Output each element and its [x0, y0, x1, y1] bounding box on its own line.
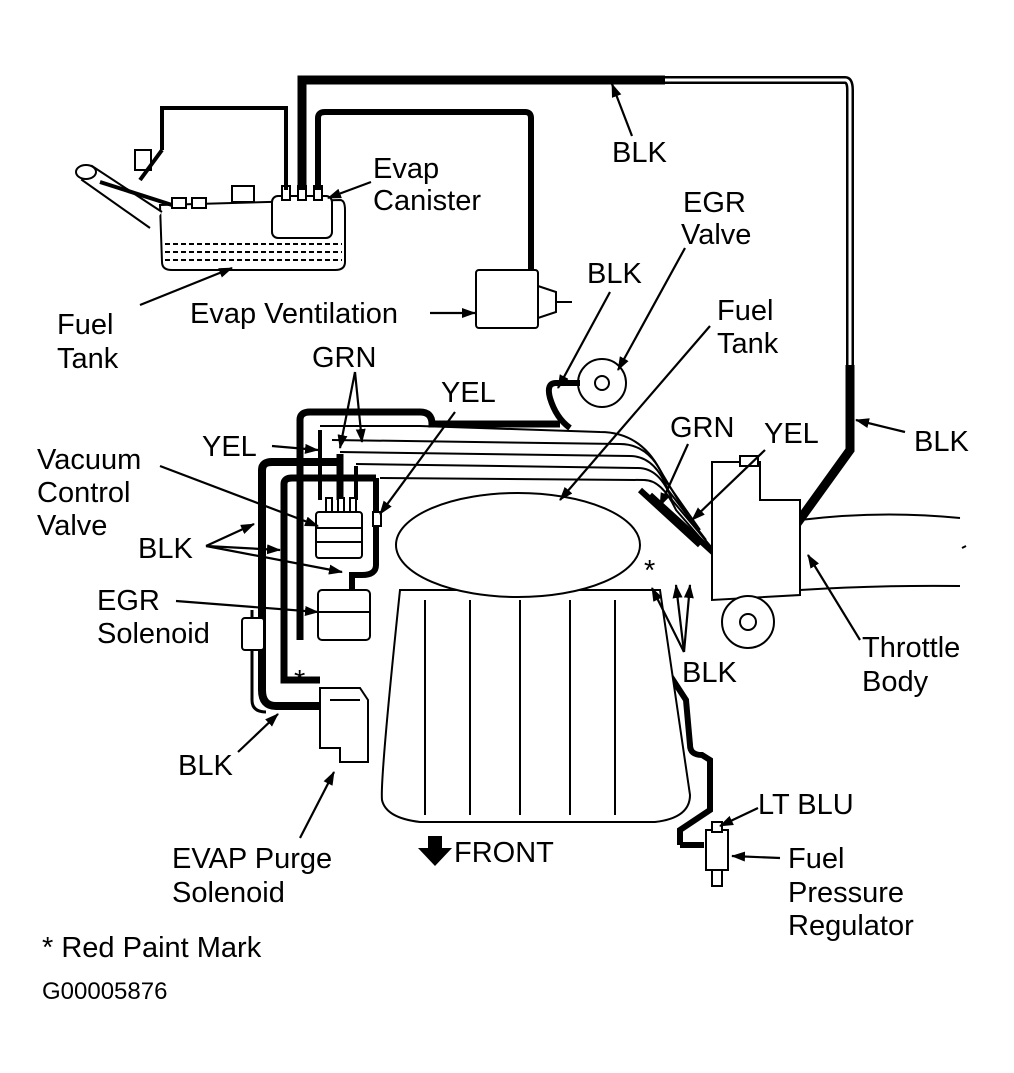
label-blk-throttle-bottom: BLK	[682, 657, 737, 689]
label-throttle-body-2: Body	[862, 666, 929, 698]
label-vacuum-control-valve-2: Control	[37, 477, 131, 509]
label-egr-valve-1: EGR	[683, 187, 746, 219]
evap-ventilation-valve	[475, 269, 572, 329]
label-throttle-body-1: Throttle	[862, 632, 960, 664]
label-grn-right: GRN	[670, 412, 734, 444]
label-blk-bottom-left: BLK	[178, 750, 233, 782]
label-vacuum-control-valve-3: Valve	[37, 510, 107, 542]
label-yel-center: YEL	[441, 377, 496, 409]
label-blk-egr: BLK	[587, 258, 642, 290]
label-evap-purge-solenoid-2: Solenoid	[172, 877, 285, 909]
egr-solenoid	[317, 589, 371, 641]
yel-inline-connector	[372, 511, 382, 560]
label-egr-valve-2: Valve	[681, 219, 751, 251]
evap-purge-solenoid	[319, 687, 369, 763]
label-blk-top: BLK	[612, 137, 667, 169]
label-blk-right: BLK	[914, 426, 969, 458]
label-evap-ventilation: Evap Ventilation	[190, 298, 398, 330]
label-grn-left: GRN	[312, 342, 376, 374]
evap-canister	[271, 185, 333, 239]
label-egr-solenoid-1: EGR	[97, 585, 160, 617]
arrow-down-icon	[418, 836, 452, 866]
intake-manifold	[380, 492, 692, 823]
paint-mark-right: *	[644, 555, 655, 587]
label-yel-left: YEL	[202, 431, 257, 463]
label-egr-solenoid-2: Solenoid	[97, 618, 210, 650]
label-fuel-pressure-regulator-1: Fuel	[788, 843, 844, 875]
label-fuel-pressure-regulator-3: Regulator	[788, 910, 914, 942]
label-blk-left: BLK	[138, 533, 193, 565]
figure-code: G00005876	[42, 978, 167, 1005]
label-evap-canister-2: Canister	[373, 185, 481, 217]
filter-inline	[241, 617, 265, 651]
label-red-paint-mark-note: * Red Paint Mark	[42, 932, 262, 964]
label-fuel-tank-center-2: Tank	[717, 328, 779, 360]
label-lt-blu: LT BLU	[758, 789, 854, 821]
label-front: FRONT	[454, 837, 554, 869]
label-fuel-tank-center-1: Fuel	[717, 295, 773, 327]
label-evap-canister-1: Evap	[373, 153, 439, 185]
hose-bundle	[250, 408, 719, 848]
leader-arrows	[139, 83, 906, 862]
vacuum-control-valve	[315, 497, 363, 559]
egr-valve	[545, 358, 627, 431]
label-fuel-tank-left-2: Tank	[57, 343, 119, 375]
paint-mark-left: *	[294, 665, 305, 697]
throttle-body	[711, 455, 967, 649]
label-fuel-tank-left-1: Fuel	[57, 309, 113, 341]
label-vacuum-control-valve-1: Vacuum	[37, 444, 141, 476]
label-fuel-pressure-regulator-2: Pressure	[788, 877, 904, 909]
fuel-pressure-regulator	[705, 821, 729, 887]
label-evap-purge-solenoid-1: EVAP Purge	[172, 843, 332, 875]
canister-hoses	[99, 75, 855, 553]
label-yel-right: YEL	[764, 418, 819, 450]
